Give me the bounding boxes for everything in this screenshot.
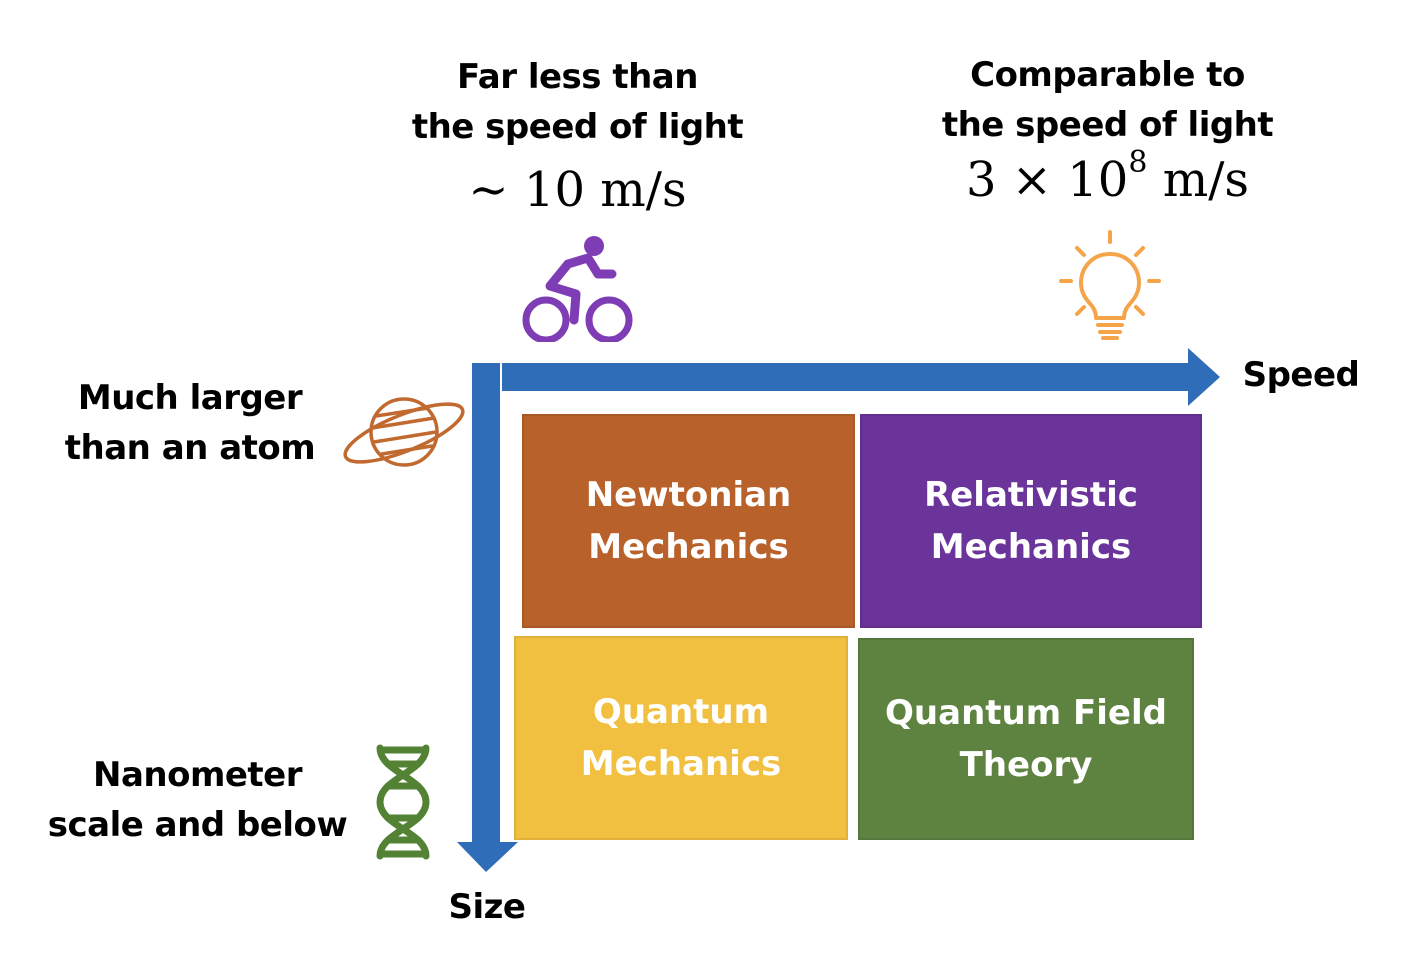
large-size-label: Much larger than an atom: [64, 378, 316, 468]
fast-speed-value: 3 × 108 m/s: [965, 145, 1250, 209]
quantum-mechanics-box: Quantum Mechanics: [514, 636, 848, 840]
fast-speed-label: Comparable to the speed of light: [941, 55, 1274, 145]
bicycle-icon: [522, 236, 633, 342]
speed-axis-label: Speed: [1242, 355, 1360, 395]
dna-icon: [376, 744, 430, 860]
speed-axis-arrow: [472, 348, 1220, 406]
quantum-field-theory-box: Quantum Field Theory: [858, 638, 1194, 840]
size-axis-arrow: [457, 363, 518, 872]
small-size-label: Nanometer scale and below: [47, 755, 348, 845]
light-bulb-icon: [1059, 230, 1161, 340]
planet-icon: [343, 397, 465, 467]
slow-speed-label: Far less than the speed of light: [411, 57, 744, 147]
size-axis-label: Size: [448, 887, 527, 927]
relativistic-mechanics-box: Relativistic Mechanics: [860, 414, 1202, 628]
slow-speed-value: ∼ 10 m/s: [468, 162, 687, 218]
newtonian-mechanics-box: Newtonian Mechanics: [522, 414, 855, 628]
